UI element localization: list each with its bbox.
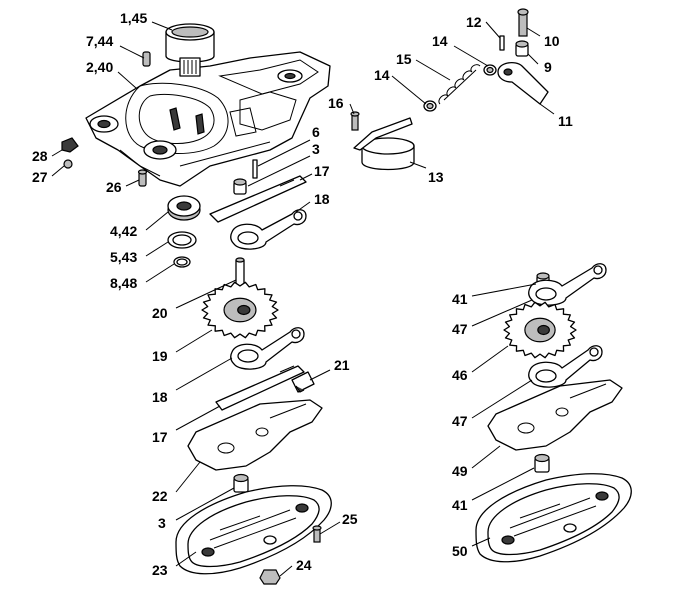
callout-17-upper: 17: [314, 163, 330, 179]
screw-26: [137, 169, 148, 187]
connecting-rod-47-upper: [528, 263, 607, 306]
clip-21: [291, 371, 315, 393]
screw-10: [517, 8, 529, 37]
connecting-rod-18-lower: [230, 327, 305, 370]
plate-17-lower: [215, 365, 305, 411]
sleeve-3-lower: [233, 473, 249, 493]
ring-8-48: [173, 256, 191, 268]
callout-26: 26: [106, 179, 122, 195]
gasket-49: [487, 379, 623, 451]
connecting-rod-47-lower: [528, 345, 603, 388]
callout-27: 27: [32, 169, 48, 185]
callout-2-40: 2,40: [86, 59, 113, 75]
callout-16: 16: [328, 95, 344, 111]
screw-16: [350, 111, 360, 131]
sleeve-3-upper: [233, 178, 247, 195]
callout-1-45: 1,45: [120, 10, 147, 26]
callout-41-lower: 41: [452, 497, 468, 513]
pinion-drum: [165, 23, 215, 77]
pin-12: [499, 35, 505, 51]
pin-7-44: [142, 51, 151, 67]
callout-labels: 1,45 7,44 2,40 28 27 26 4,42 5,43 8,48 2…: [32, 10, 573, 578]
cover-23: [175, 485, 332, 575]
screw-27: [63, 159, 73, 169]
callout-24: 24: [296, 557, 312, 573]
callout-22: 22: [152, 488, 168, 504]
callout-17-lower: 17: [152, 429, 168, 445]
callout-10: 10: [544, 33, 560, 49]
callout-41-upper: 41: [452, 291, 468, 307]
cover-50: [475, 473, 632, 563]
callout-7-44: 7,44: [86, 33, 113, 49]
callout-11: 11: [558, 113, 573, 129]
connecting-rod-18-upper: [230, 209, 307, 250]
callout-25: 25: [342, 511, 358, 527]
callout-15: 15: [396, 51, 412, 67]
callout-3-lower: 3: [158, 515, 166, 531]
washer-14-right: [483, 64, 497, 76]
callout-18-lower: 18: [152, 389, 168, 405]
callout-18-upper: 18: [314, 191, 330, 207]
callout-14-lower: 14: [374, 67, 390, 83]
eccentric-gear-46: [503, 301, 577, 359]
clamp-band-13: [353, 117, 415, 171]
callout-19: 19: [152, 348, 168, 364]
pin-6: [252, 159, 258, 179]
callout-50: 50: [452, 543, 468, 559]
callout-47-lower: 47: [452, 413, 468, 429]
callout-5-43: 5,43: [110, 249, 137, 265]
callout-46: 46: [452, 367, 468, 383]
gearbox-housing: [85, 51, 331, 187]
callout-47-upper: 47: [452, 321, 468, 337]
nut-24: [259, 569, 281, 585]
clip-28: [61, 137, 79, 153]
washer-14-left: [423, 100, 437, 112]
callout-49: 49: [452, 463, 468, 479]
lever-11: [497, 61, 549, 105]
callout-6: 6: [312, 124, 320, 140]
leader-lines: [51, 21, 555, 577]
callout-9: 9: [544, 59, 552, 75]
sleeve-9: [515, 40, 529, 57]
callout-20: 20: [152, 305, 168, 321]
ring-5-43: [167, 231, 197, 249]
callout-3-upper: 3: [312, 141, 320, 157]
plate-17-upper: [209, 175, 307, 223]
callout-4-42: 4,42: [110, 223, 137, 239]
callout-21: 21: [334, 357, 350, 373]
callout-13: 13: [428, 169, 444, 185]
callout-28: 28: [32, 148, 48, 164]
screw-25: [312, 525, 322, 543]
callout-23: 23: [152, 562, 168, 578]
callout-8-48: 8,48: [110, 275, 137, 291]
callout-14-upper: 14: [432, 33, 448, 49]
gasket-22: [187, 399, 323, 471]
callout-12: 12: [466, 14, 482, 30]
bearing: [167, 195, 201, 221]
shaft-20: [235, 257, 245, 291]
spring-15: [438, 64, 481, 105]
sleeve-41-lower: [534, 453, 550, 473]
eccentric-gear-19: [201, 281, 279, 339]
